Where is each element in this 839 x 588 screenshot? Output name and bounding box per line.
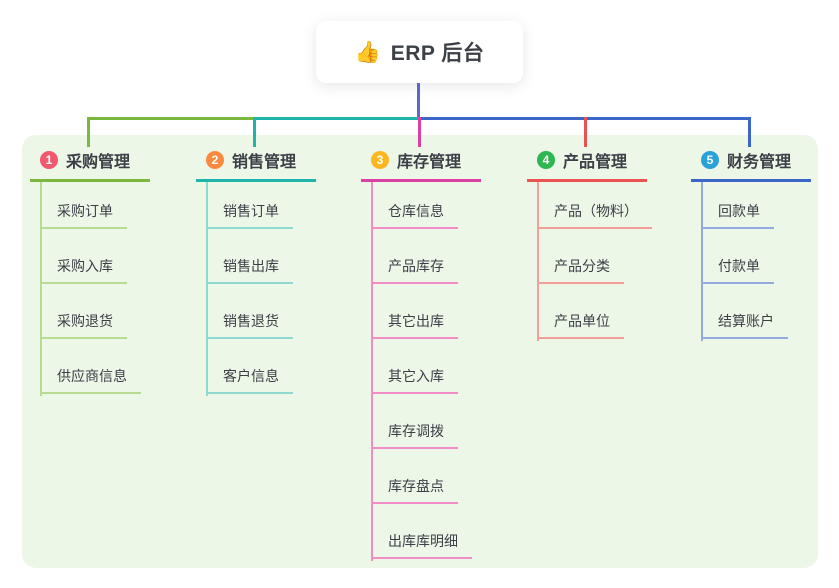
child-node[interactable]: 产品（物料） [537, 199, 652, 229]
child-node[interactable]: 产品分类 [537, 254, 624, 284]
child-connector-line [371, 179, 373, 561]
branch-stub-line [584, 117, 587, 147]
child-label: 产品（物料） [554, 203, 638, 219]
child-connector-line [537, 179, 539, 341]
child-label: 库存盘点 [388, 478, 444, 494]
child-node[interactable]: 销售订单 [206, 199, 293, 229]
branch-stub-line [253, 117, 256, 147]
branch-header[interactable]: 2 销售管理 [196, 146, 316, 182]
child-label: 采购入库 [57, 258, 113, 274]
child-node[interactable]: 库存调拨 [371, 419, 458, 449]
branch-header[interactable]: 3 库存管理 [361, 146, 481, 182]
branch-label: 库存管理 [397, 154, 462, 171]
child-label: 回款单 [718, 203, 760, 219]
child-node[interactable]: 采购订单 [40, 199, 127, 229]
child-label: 产品单位 [554, 313, 610, 329]
branch-badge: 4 [537, 151, 555, 169]
child-node[interactable]: 供应商信息 [40, 364, 141, 394]
child-label: 供应商信息 [57, 368, 127, 384]
branch-label: 采购管理 [66, 154, 131, 171]
child-node[interactable]: 库存盘点 [371, 474, 458, 504]
branch-badge: 2 [206, 151, 224, 169]
child-node[interactable]: 其它出库 [371, 309, 458, 339]
child-node[interactable]: 付款单 [701, 254, 774, 284]
child-label: 采购退货 [57, 313, 113, 329]
child-node[interactable]: 产品库存 [371, 254, 458, 284]
branch-label: 销售管理 [232, 154, 297, 171]
child-label: 其它出库 [388, 313, 444, 329]
child-label: 出库库明细 [388, 533, 458, 549]
branch-header[interactable]: 1 采购管理 [30, 146, 150, 182]
child-node[interactable]: 销售退货 [206, 309, 293, 339]
child-label: 产品库存 [388, 258, 444, 274]
child-label: 销售订单 [223, 203, 279, 219]
child-node[interactable]: 销售出库 [206, 254, 293, 284]
child-node[interactable]: 采购退货 [40, 309, 127, 339]
root-connector-line [417, 83, 420, 117]
branch-stub-line [748, 117, 751, 147]
child-connector-line [40, 179, 42, 396]
child-node[interactable]: 产品单位 [537, 309, 624, 339]
child-node[interactable]: 结算账户 [701, 309, 788, 339]
child-label: 销售退货 [223, 313, 279, 329]
child-node[interactable]: 采购入库 [40, 254, 127, 284]
child-node[interactable]: 其它入库 [371, 364, 458, 394]
child-label: 仓库信息 [388, 203, 444, 219]
branch-badge: 1 [40, 151, 58, 169]
branch-label: 产品管理 [563, 154, 628, 171]
root-node[interactable]: 👍 ERP 后台 [316, 21, 523, 83]
child-connector-line [206, 179, 208, 396]
branch-badge: 5 [701, 151, 719, 169]
child-label: 库存调拨 [388, 423, 444, 439]
bus-segment-line [88, 117, 254, 120]
branch-label: 财务管理 [727, 154, 792, 171]
child-label: 销售出库 [223, 258, 279, 274]
child-node[interactable]: 出库库明细 [371, 529, 472, 559]
branch-header[interactable]: 5 财务管理 [691, 146, 811, 182]
child-label: 客户信息 [223, 368, 279, 384]
mindmap-panel [22, 135, 818, 568]
bus-segment-line [254, 117, 419, 120]
branch-stub-line [418, 117, 421, 147]
branch-stub-line [87, 117, 90, 147]
child-node[interactable]: 客户信息 [206, 364, 293, 394]
child-label: 付款单 [718, 258, 760, 274]
child-connector-line [701, 179, 703, 341]
child-label: 其它入库 [388, 368, 444, 384]
child-label: 采购订单 [57, 203, 113, 219]
thumbs-up-icon: 👍 [354, 40, 381, 64]
child-label: 结算账户 [718, 313, 774, 329]
branch-badge: 3 [371, 151, 389, 169]
child-label: 产品分类 [554, 258, 610, 274]
child-node[interactable]: 回款单 [701, 199, 774, 229]
root-title: ERP 后台 [390, 42, 485, 65]
child-node[interactable]: 仓库信息 [371, 199, 458, 229]
branch-header[interactable]: 4 产品管理 [527, 146, 647, 182]
